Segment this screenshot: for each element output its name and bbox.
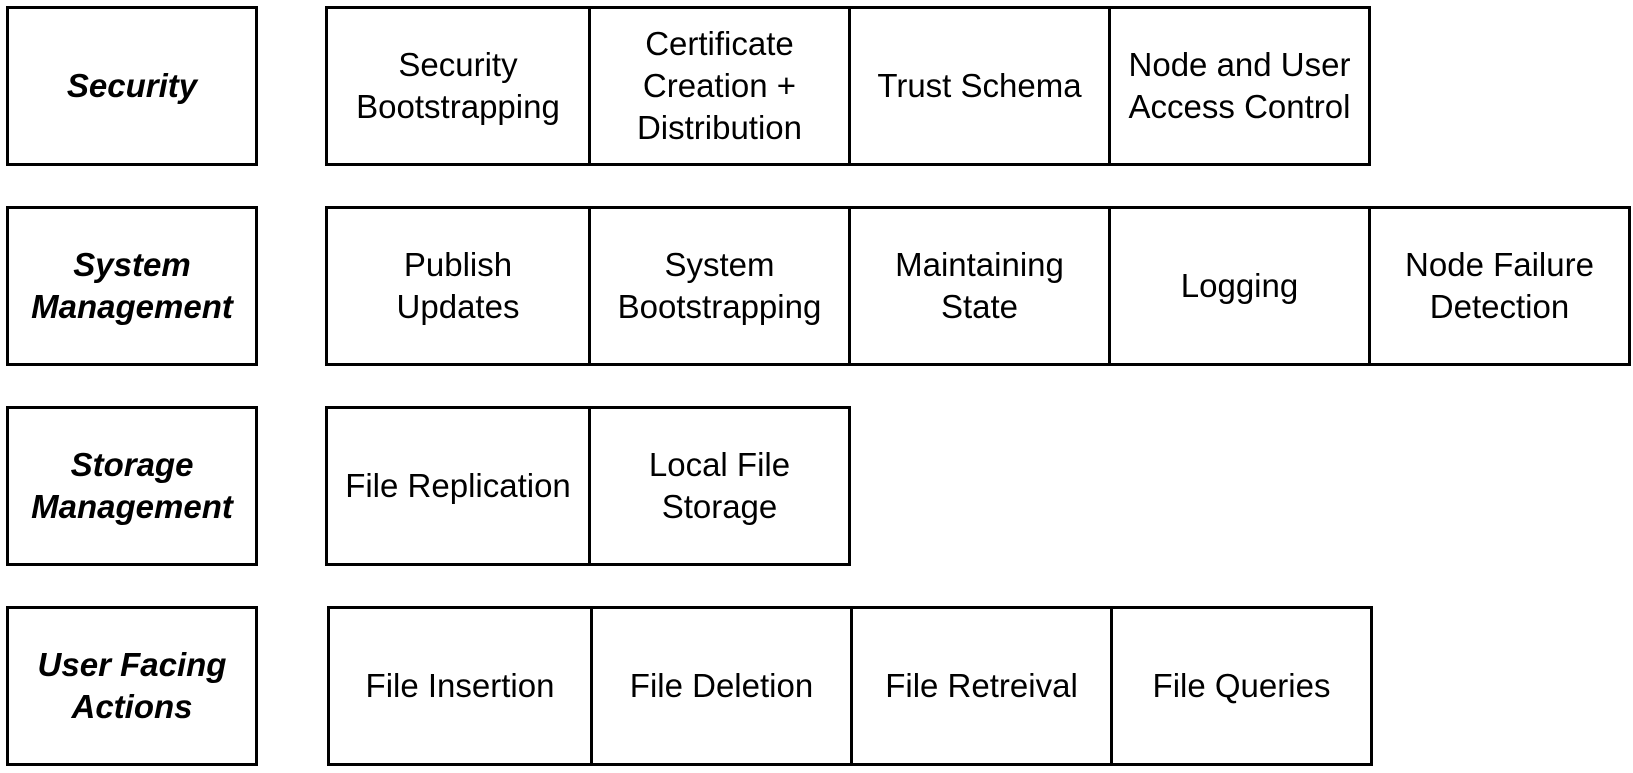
item-trust-schema: Trust Schema	[848, 9, 1108, 163]
items-system-management: Publish Updates System Bootstrapping Mai…	[325, 206, 1631, 366]
item-file-replication: File Replication	[345, 467, 571, 504]
item-file-deletion: File Deletion	[590, 609, 850, 763]
item-file-retreival: File Retreival	[850, 609, 1110, 763]
item-file-insertion: File Insertion	[365, 667, 555, 704]
category-user-facing-actions: User Facing Actions	[6, 606, 258, 766]
items-security: Security Bootstrapping Certificate Creat…	[325, 6, 1371, 166]
row-user-facing-actions: User Facing Actions File Insertion File …	[0, 606, 1633, 766]
category-storage-management: Storage Management	[6, 406, 258, 566]
item-maintaining-state: Maintaining State	[848, 209, 1108, 363]
item-local-file-storage: Local File Storage	[588, 409, 848, 563]
category-security: Security	[6, 6, 258, 166]
row-security: Security Security Bootstrapping Certific…	[0, 6, 1633, 166]
item-logging: Logging	[1108, 209, 1368, 363]
item-file-queries: File Queries	[1110, 609, 1370, 763]
item-node-and-user-access-control: Node and User Access Control	[1108, 9, 1368, 163]
item-node-failure-detection: Node Failure Detection	[1368, 209, 1628, 363]
items-user-facing-actions: File Insertion File Deletion File Retrei…	[327, 606, 1373, 766]
item-certificate-creation-distribution: Certificate Creation + Distribution	[588, 9, 848, 163]
row-storage-management: Storage Management File Replication Loca…	[0, 406, 1633, 566]
items-storage-management: File Replication Local File Storage	[325, 406, 851, 566]
item-security-bootstrapping: Security Bootstrapping	[356, 46, 560, 125]
item-system-bootstrapping: System Bootstrapping	[588, 209, 848, 363]
category-system-management: System Management	[6, 206, 258, 366]
item-publish-updates: Publish Updates	[396, 246, 520, 325]
row-system-management: System Management Publish Updates System…	[0, 206, 1633, 366]
